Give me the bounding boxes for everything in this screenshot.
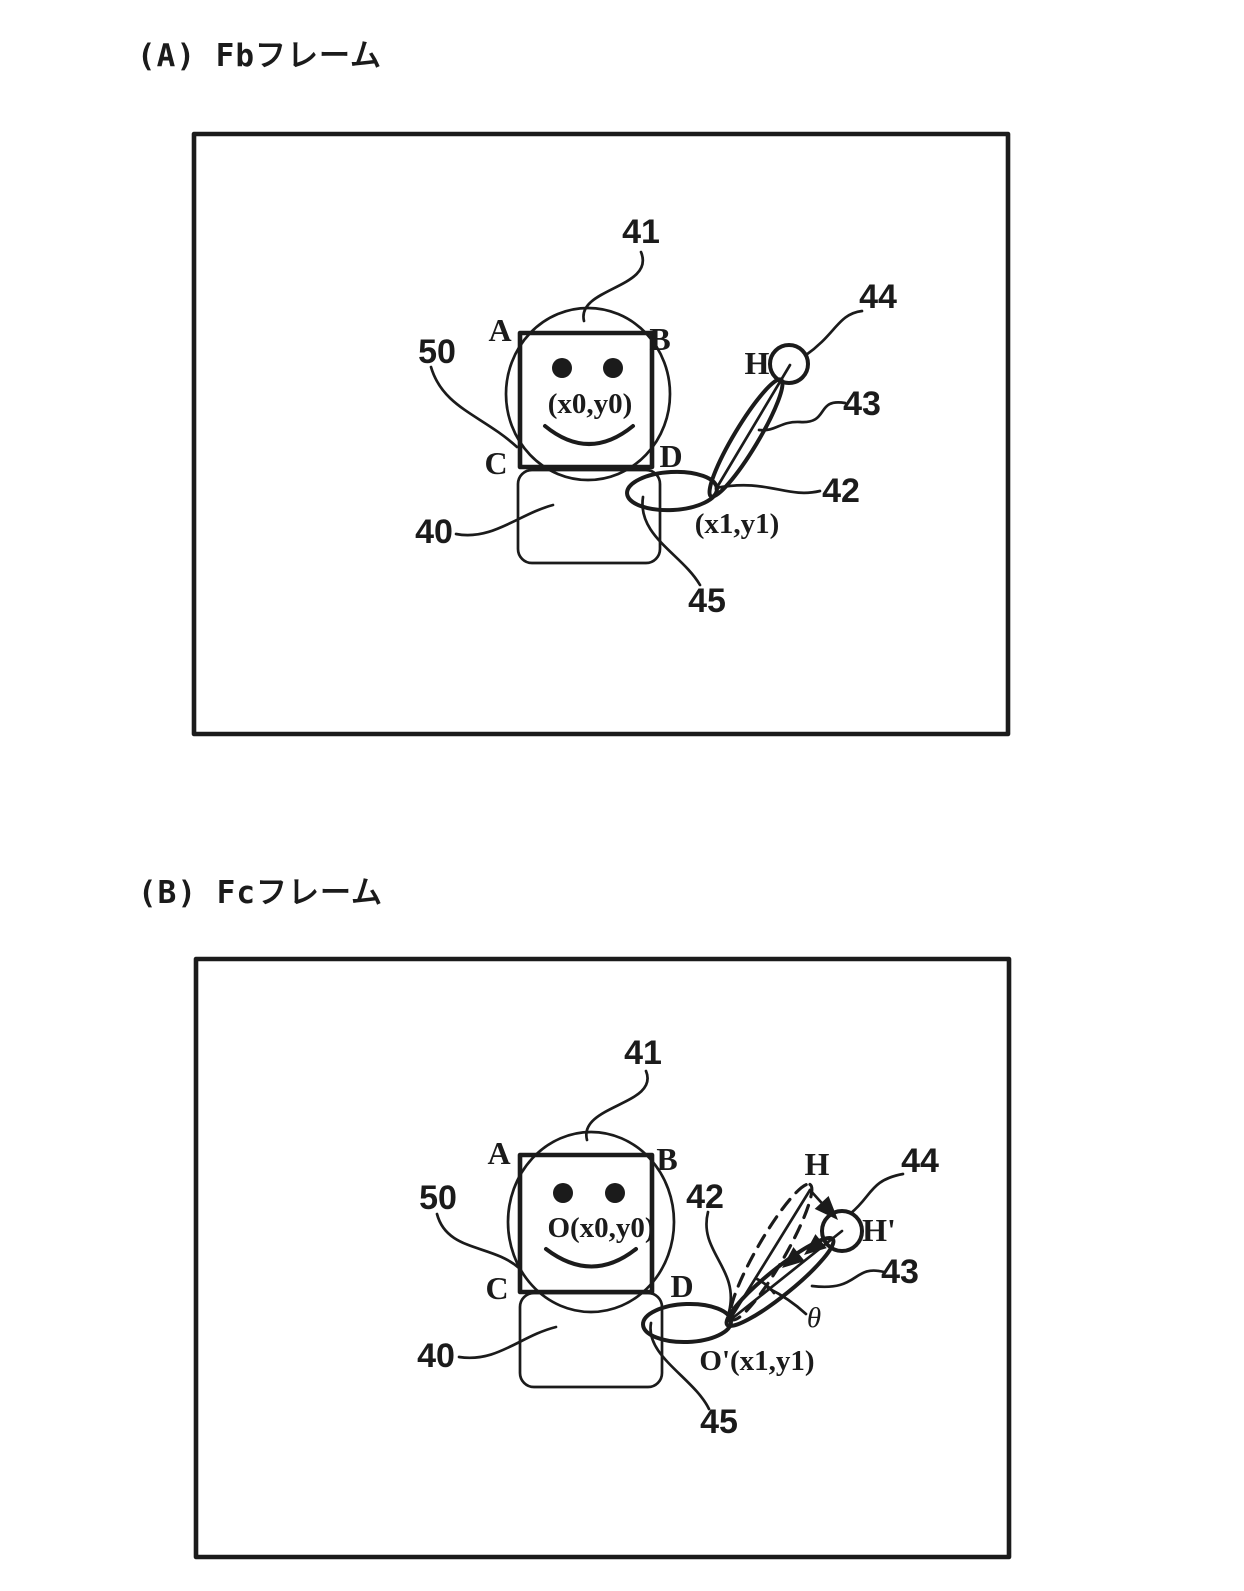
eye-right (605, 1183, 625, 1203)
figure-b: (B) Fcフレーム (138, 875, 1012, 1560)
leader-40 (454, 503, 555, 537)
head-circle (506, 1130, 676, 1314)
eye-left (553, 1183, 573, 1203)
ref-41-label: 41 (622, 213, 660, 251)
leader-41 (582, 250, 645, 323)
theta-leader (766, 1286, 808, 1316)
ref-44-label: 44 (859, 278, 897, 316)
figure-a: (A) Fbフレーム 41 44 43 42 50 4 (137, 38, 1011, 737)
arm-skeleton-line (714, 363, 792, 491)
leader-43 (810, 1269, 886, 1289)
ref-45-label: 45 (700, 1403, 738, 1441)
leader-45 (649, 1321, 711, 1411)
face-center-coord: (x0,y0) (548, 388, 633, 420)
theta-arc (755, 1277, 776, 1295)
rotation-arrowhead-1 (804, 1234, 827, 1255)
corner-b-label: B (649, 321, 670, 357)
hand-h-before-label: H (805, 1146, 830, 1182)
rotation-arrowhead-2 (782, 1247, 805, 1268)
face-center-coord: O(x0,y0) (547, 1212, 654, 1244)
corner-a-label: A (488, 312, 511, 348)
ref-43-label: 43 (881, 1253, 919, 1291)
upper-arm-ellipse (625, 469, 719, 513)
leader-50 (429, 365, 519, 449)
smile (543, 424, 635, 446)
shoulder-center-coord: (x1,y1) (695, 508, 780, 540)
leader-44 (804, 309, 864, 357)
face-box (517, 330, 655, 470)
body-rect (516, 468, 662, 565)
corner-c-label: C (485, 1270, 508, 1306)
ref-42-label: 42 (686, 1178, 724, 1216)
leader-42 (705, 1210, 733, 1314)
ref-50-label: 50 (419, 1179, 457, 1217)
hand-circle (768, 343, 810, 385)
eye-left (552, 358, 572, 378)
head-circle (504, 306, 672, 482)
eye-right (603, 358, 623, 378)
ref-44-label: 44 (901, 1142, 939, 1180)
ref-40-label: 40 (415, 513, 453, 551)
leader-42 (714, 483, 822, 495)
body-rect (518, 1291, 664, 1389)
leader-44 (849, 1172, 905, 1215)
hand-circle-new (820, 1209, 864, 1253)
corner-a-label: A (487, 1135, 510, 1171)
leader-50 (435, 1212, 521, 1270)
corner-b-label: B (656, 1141, 677, 1177)
smile (544, 1247, 638, 1269)
corner-c-label: C (484, 445, 507, 481)
ref-42-label: 42 (822, 472, 860, 510)
corner-d-label: D (670, 1268, 693, 1304)
figure-b-title: (B) Fcフレーム (138, 875, 383, 911)
figure-a-title: (A) Fbフレーム (137, 38, 382, 74)
ref-40-label: 40 (417, 1337, 455, 1375)
ref-43-label: 43 (843, 385, 881, 423)
hand-h-after-label: H' (862, 1212, 896, 1248)
ref-45-label: 45 (688, 582, 726, 620)
corner-d-label: D (659, 438, 682, 474)
rotation-angle-label: θ (807, 1302, 821, 1334)
leader-41 (585, 1069, 649, 1142)
old-arm-skeleton-line (727, 1188, 812, 1323)
ref-50-label: 50 (418, 333, 456, 371)
shoulder-center-coord: O'(x1,y1) (699, 1345, 814, 1377)
figure-a-frame-border (191, 131, 1011, 737)
figure-b-frame-border (193, 956, 1012, 1560)
leader-43 (757, 401, 847, 432)
hand-h-label: H (745, 345, 770, 381)
ref-41-label: 41 (624, 1034, 662, 1072)
leader-45 (641, 495, 702, 587)
upper-arm-ellipse (641, 1301, 733, 1345)
leader-40 (457, 1325, 558, 1360)
